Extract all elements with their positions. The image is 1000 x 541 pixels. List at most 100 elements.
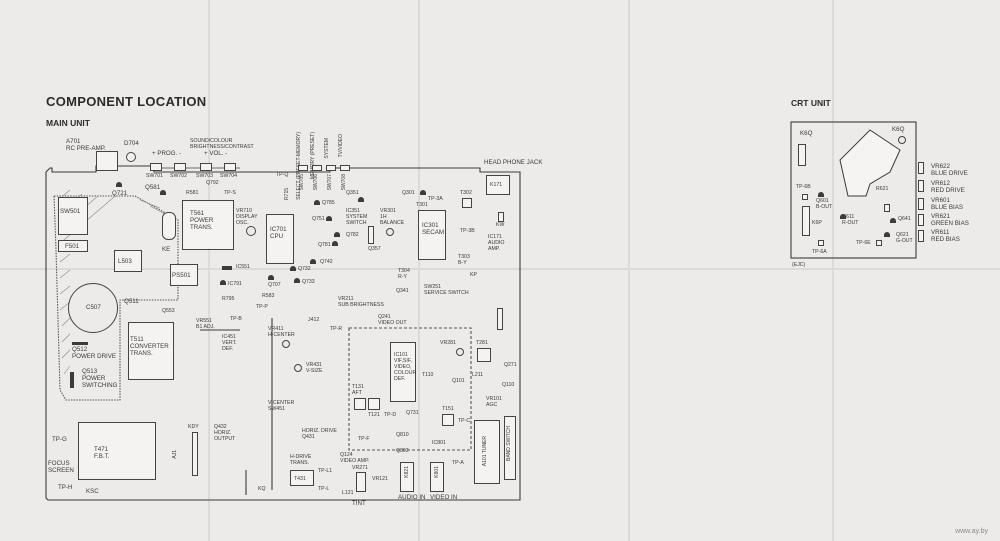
label-t301: T301	[416, 202, 428, 208]
component-t561	[182, 200, 234, 250]
label-vr431: VR431 V-SIZE	[306, 362, 323, 374]
label-prog: + PROG. -	[152, 150, 182, 157]
label-vr281: VR281	[440, 340, 456, 346]
component-t131	[354, 398, 366, 410]
label-t431: T431	[294, 476, 306, 482]
label-sw705: SW705	[299, 174, 305, 191]
label-vr551: VR551 B1 ADJ.	[196, 318, 215, 330]
label-tpc: TP-C	[458, 418, 471, 424]
label-vol: + VOL. -	[204, 150, 228, 157]
label-ic451: IC451 VERT. DEF.	[222, 334, 237, 352]
component-ic301	[418, 210, 446, 260]
component-q733	[294, 278, 300, 283]
paper-fold	[628, 0, 630, 541]
label-horiz-drive: HORIZ. DRIVE Q431	[302, 428, 337, 440]
label-l503: L503	[118, 258, 132, 265]
component-tp6a	[818, 240, 824, 246]
label-t281: T281	[476, 340, 488, 346]
label-kdy: KDY	[188, 424, 199, 430]
component-ps501	[170, 264, 198, 286]
label-q611: Q611 R-OUT	[842, 214, 859, 226]
component-q301	[420, 190, 426, 195]
component-q751	[326, 216, 332, 221]
component-vr271	[356, 472, 366, 492]
component-a701	[96, 151, 118, 171]
label-tpq: TP-Q	[276, 172, 289, 178]
component-vr621	[918, 214, 924, 226]
component-q621	[884, 232, 890, 237]
component-t121	[368, 398, 380, 410]
label-a101-tuner: A101 TUNER	[482, 436, 488, 467]
component-l282	[497, 308, 503, 330]
component-band-switch	[504, 416, 516, 480]
label-sw707-function: SYSTEM	[324, 138, 330, 159]
label-q621: Q621 G-OUT	[896, 232, 913, 244]
label-k6q-left: K6Q	[800, 130, 813, 137]
label-kp: KP	[470, 272, 477, 278]
component-r621	[884, 204, 890, 212]
label-vr612: VR612 RED DRIVE	[931, 180, 965, 194]
label-d704: D704	[124, 140, 139, 147]
label-sw501: SW501	[60, 208, 81, 215]
label-q241: Q241 VIDEO OUT	[378, 314, 407, 326]
component-q707	[268, 275, 274, 280]
label-q782: Q782	[346, 232, 359, 238]
label-ic301: IC301 SECAM	[422, 222, 445, 236]
label-sw707: SW707	[327, 174, 333, 191]
label-vr121: VR121	[372, 476, 388, 482]
component-ic791	[220, 280, 226, 285]
label-q101: Q101	[452, 378, 465, 384]
paper-fold	[0, 268, 1000, 270]
label-t110: T110	[422, 372, 434, 378]
label-r795: R795	[222, 296, 235, 302]
label-q581: Q581	[145, 184, 161, 191]
label-q781: Q781	[318, 242, 331, 248]
label-vr211: VR211 SUB BRIGHTNESS	[338, 296, 384, 308]
component-k171	[486, 175, 510, 195]
label-tpp: TP-P	[256, 304, 268, 310]
component-sw701	[150, 163, 162, 171]
label-vr271: VR271	[352, 465, 368, 471]
component-q742	[310, 259, 316, 264]
label-sw703: SW703	[196, 173, 214, 179]
component-d704	[126, 152, 136, 162]
component-vr612	[918, 180, 924, 192]
label-c507: C507	[86, 304, 101, 311]
label-q432: Q432 HORIZ. OUTPUT	[214, 424, 236, 442]
label-vcenter: V-CENTER SW451	[268, 400, 295, 412]
label-tp6b: TP-6B	[796, 184, 811, 190]
component-k6q-right	[898, 136, 906, 144]
label-t121: T121	[368, 412, 380, 418]
label-ic101: IC101 VIF,SIF, VIDEO, COLOUR DEF.	[394, 352, 417, 382]
component-vr710	[246, 226, 256, 236]
label-t471: T471 F.B.T.	[94, 446, 110, 460]
component-t471	[78, 422, 156, 480]
component-q512	[72, 342, 88, 345]
label-crt-ref: (EJC)	[792, 262, 806, 268]
label-tpl: TP-L	[318, 486, 330, 492]
label-vr301: VR301 1H BALANCE	[380, 208, 405, 226]
label-q357: Q357	[368, 246, 381, 252]
label-q785: Q785	[322, 200, 335, 206]
label-kw: KW	[496, 222, 505, 228]
label-sound: SOUND/COLOUR BRIGHTNESS/CONTRAST	[190, 138, 254, 150]
label-t302: T302	[460, 190, 472, 196]
component-f501	[58, 240, 88, 252]
component-tp6e	[876, 240, 882, 246]
component-q732	[290, 266, 296, 271]
component-a101-tuner	[474, 420, 500, 484]
label-k6p: K6P	[812, 220, 822, 226]
label-vr710: VR710 DISPLAY OSC.	[236, 208, 258, 226]
component-sw702	[174, 163, 186, 171]
component-ic351	[368, 226, 374, 244]
label-tp6e: TP-6E	[856, 240, 871, 246]
paper-fold	[832, 0, 834, 541]
component-l503	[114, 250, 142, 272]
label-j412: J412	[308, 317, 320, 323]
component-sw703	[200, 163, 212, 171]
component-vr281	[456, 348, 464, 356]
label-k821: K821	[404, 466, 410, 478]
label-t561: T561 POWER TRANS.	[190, 210, 214, 231]
label-k171: K171	[490, 182, 503, 188]
